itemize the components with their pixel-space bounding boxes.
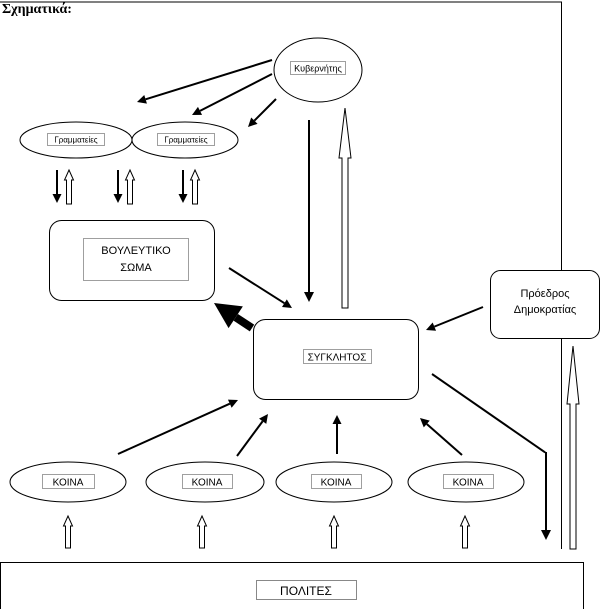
arrow-grammateies-up-2 [124,168,136,205]
vouleftiko-label-line1: ΒΟΥΛΕΥΤΙΚΟ [101,245,171,257]
synklitos-label-frame [303,349,372,364]
arrow-grammateies-up-3 [189,168,201,205]
proedros-label-line1: Πρόεδρος [520,288,569,300]
arrow-grammateies-up-1 [63,168,75,205]
arrow-synklitos-to-polites-diag [431,373,546,454]
arrow-koina-4-to-synklitos [420,418,463,456]
koina-2-label-frame [182,474,233,489]
koina-2-label: ΚΟΙΝΑ [192,478,223,489]
proedros-node [490,270,600,339]
arrow-polites-to-koina-4 [459,514,471,549]
arrow-polites-to-koina-3 [328,514,340,549]
vouleftiko-label-frame [83,238,189,281]
arrow-synklitos-to-polites-down [541,452,551,540]
koina-4-label-frame [443,474,494,489]
polites-label: ΠΟΛΙΤΕΣ [280,584,332,598]
grammateies-2-label-frame [157,133,215,146]
grammateies-1-label: Γραμματείες [54,136,97,145]
arrow-grammateies-down-2 [113,170,123,203]
arrow-kyvernitis-to-grammateies-3 [248,98,277,127]
arrow-polites-to-koina-1 [62,514,74,549]
koina-1-label-frame [42,474,95,489]
arrow-koina-1-to-synklitos [117,399,238,455]
kyvernitis-label-frame [290,61,346,75]
koina-4-label: ΚΟΙΝΑ [453,478,484,489]
arrow-vouleftiko-to-synklitos [228,267,292,308]
arrow-grammateies-down-1 [52,170,62,203]
arrow-synklitos-to-vouleftiko [214,303,255,332]
arrow-koina-3-to-synklitos [332,415,342,454]
grammateies-2-label: Γραμματείες [164,136,207,145]
diagram-heading: Σχηματικά: [2,2,72,17]
arrow-proedros-to-synklitos [426,306,484,331]
synklitos-label: ΣΥΓΚΛΗΤΟΣ [308,353,367,364]
arrow-kyvernitis-to-grammateies-2 [192,73,273,115]
polites-label-frame [256,580,357,600]
grammateies-1-label-frame [47,133,105,146]
arrow-kyvernitis-to-grammateies-1 [137,59,273,104]
kyvernitis-label: Κυβερνήτης [294,64,342,74]
koina-3-label: ΚΟΙΝΑ [321,478,352,489]
arrow-polites-to-proedros [566,345,580,550]
arrow-koina-2-to-synklitos [236,414,268,457]
koina-3-label-frame [311,474,362,489]
arrow-synklitos-to-kyvernitis [338,107,352,309]
vouleftiko-label-line2: ΣΩΜΑ [120,262,152,274]
proedros-label-line2: Δημοκρατίας [514,304,577,316]
arrow-grammateies-down-3 [178,170,188,203]
arrow-polites-to-koina-2 [196,514,208,549]
arrow-kyvernitis-to-synklitos [304,120,314,302]
arrows-group [52,59,580,550]
koina-1-label: ΚΟΙΝΑ [53,478,84,489]
